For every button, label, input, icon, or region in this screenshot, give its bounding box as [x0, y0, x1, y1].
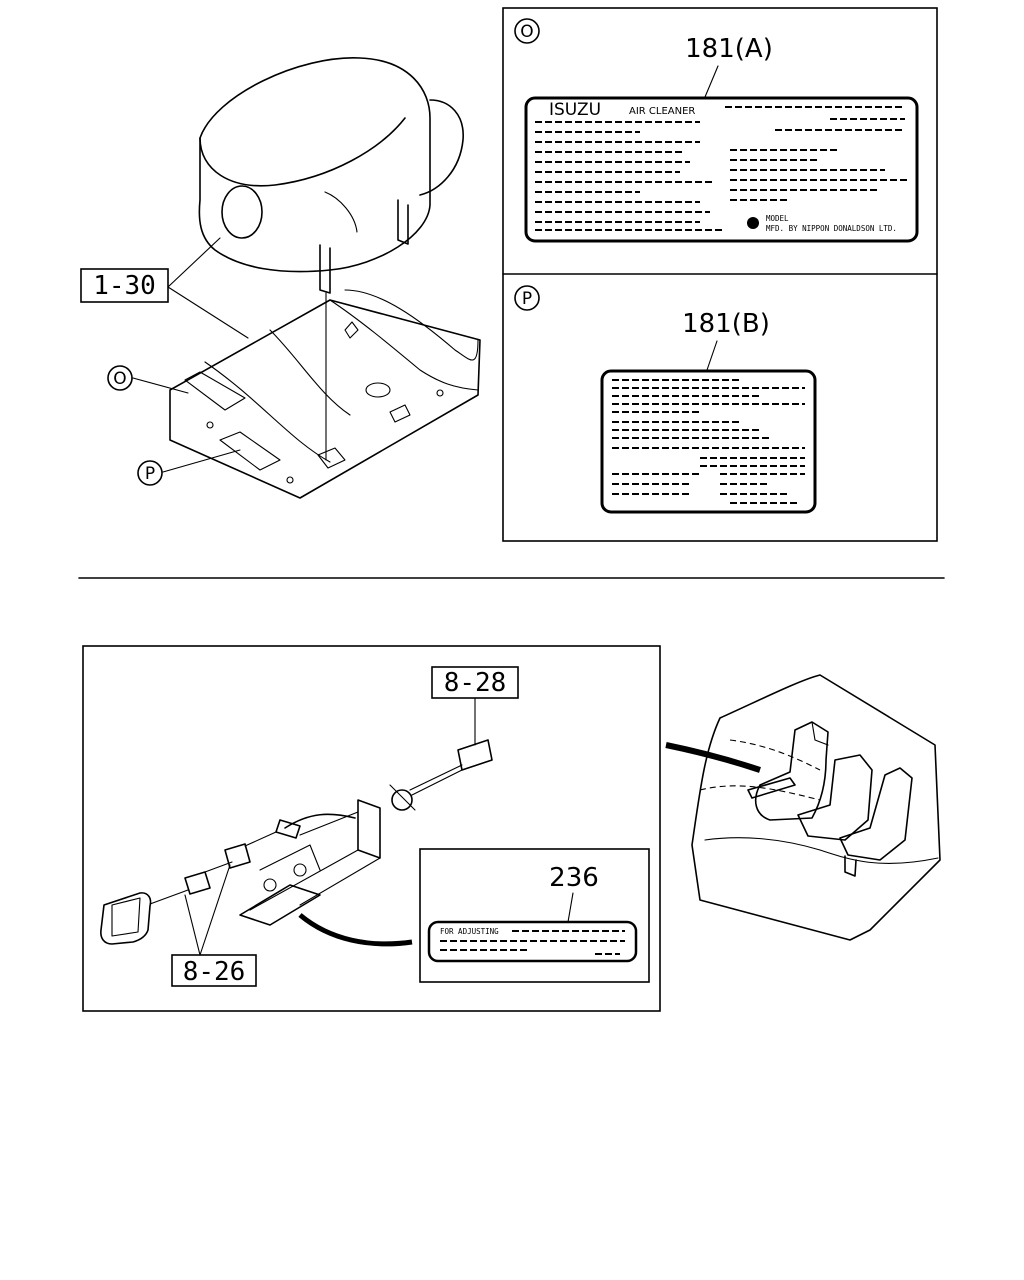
marker-p: P: [137, 460, 163, 486]
svg-text:8-28: 8-28: [444, 668, 507, 698]
callout-8-28: 8-28: [431, 666, 519, 746]
label-181a-plate: ISUZU AIR CLEANER MODEL MFD. BY NIPPON D…: [524, 96, 919, 243]
brand-text: ISUZU: [549, 100, 601, 120]
svg-text:8-26: 8-26: [183, 957, 246, 987]
product-text: AIR CLEANER: [629, 106, 695, 117]
svg-text:P: P: [522, 289, 532, 309]
label-181b-leader: [706, 340, 718, 371]
label-181a-leader: [704, 65, 719, 98]
label-236-ref: 236: [549, 863, 599, 893]
panel-p-marker: P: [514, 285, 540, 311]
model-text: MODEL: [766, 214, 789, 223]
svg-text:1-30: 1-30: [93, 271, 156, 301]
callout-1-30: 1-30: [80, 268, 169, 303]
mounting-bracket-illustration: [132, 237, 481, 499]
label-236-text: FOR ADJUSTING: [440, 927, 499, 936]
label-181b-plate: [600, 369, 817, 514]
marker-o: O: [107, 365, 133, 391]
label-236-panel: 236 FOR ADJUSTING: [419, 848, 650, 983]
air-cleaner-illustration: [198, 57, 464, 461]
label-181b-ref: 181(B): [682, 309, 770, 339]
maker-text: MFD. BY NIPPON DONALDSON LTD.: [766, 224, 897, 233]
panel-o-marker: O: [514, 18, 540, 44]
svg-text:O: O: [520, 22, 533, 42]
label-181a-ref: 181(A): [685, 34, 773, 64]
cab-seats-illustration: [665, 674, 941, 941]
adjuster-assembly-illustration: [100, 739, 493, 947]
svg-text:O: O: [113, 369, 126, 389]
svg-text:P: P: [145, 464, 155, 484]
callout-8-26: 8-26: [171, 864, 257, 987]
